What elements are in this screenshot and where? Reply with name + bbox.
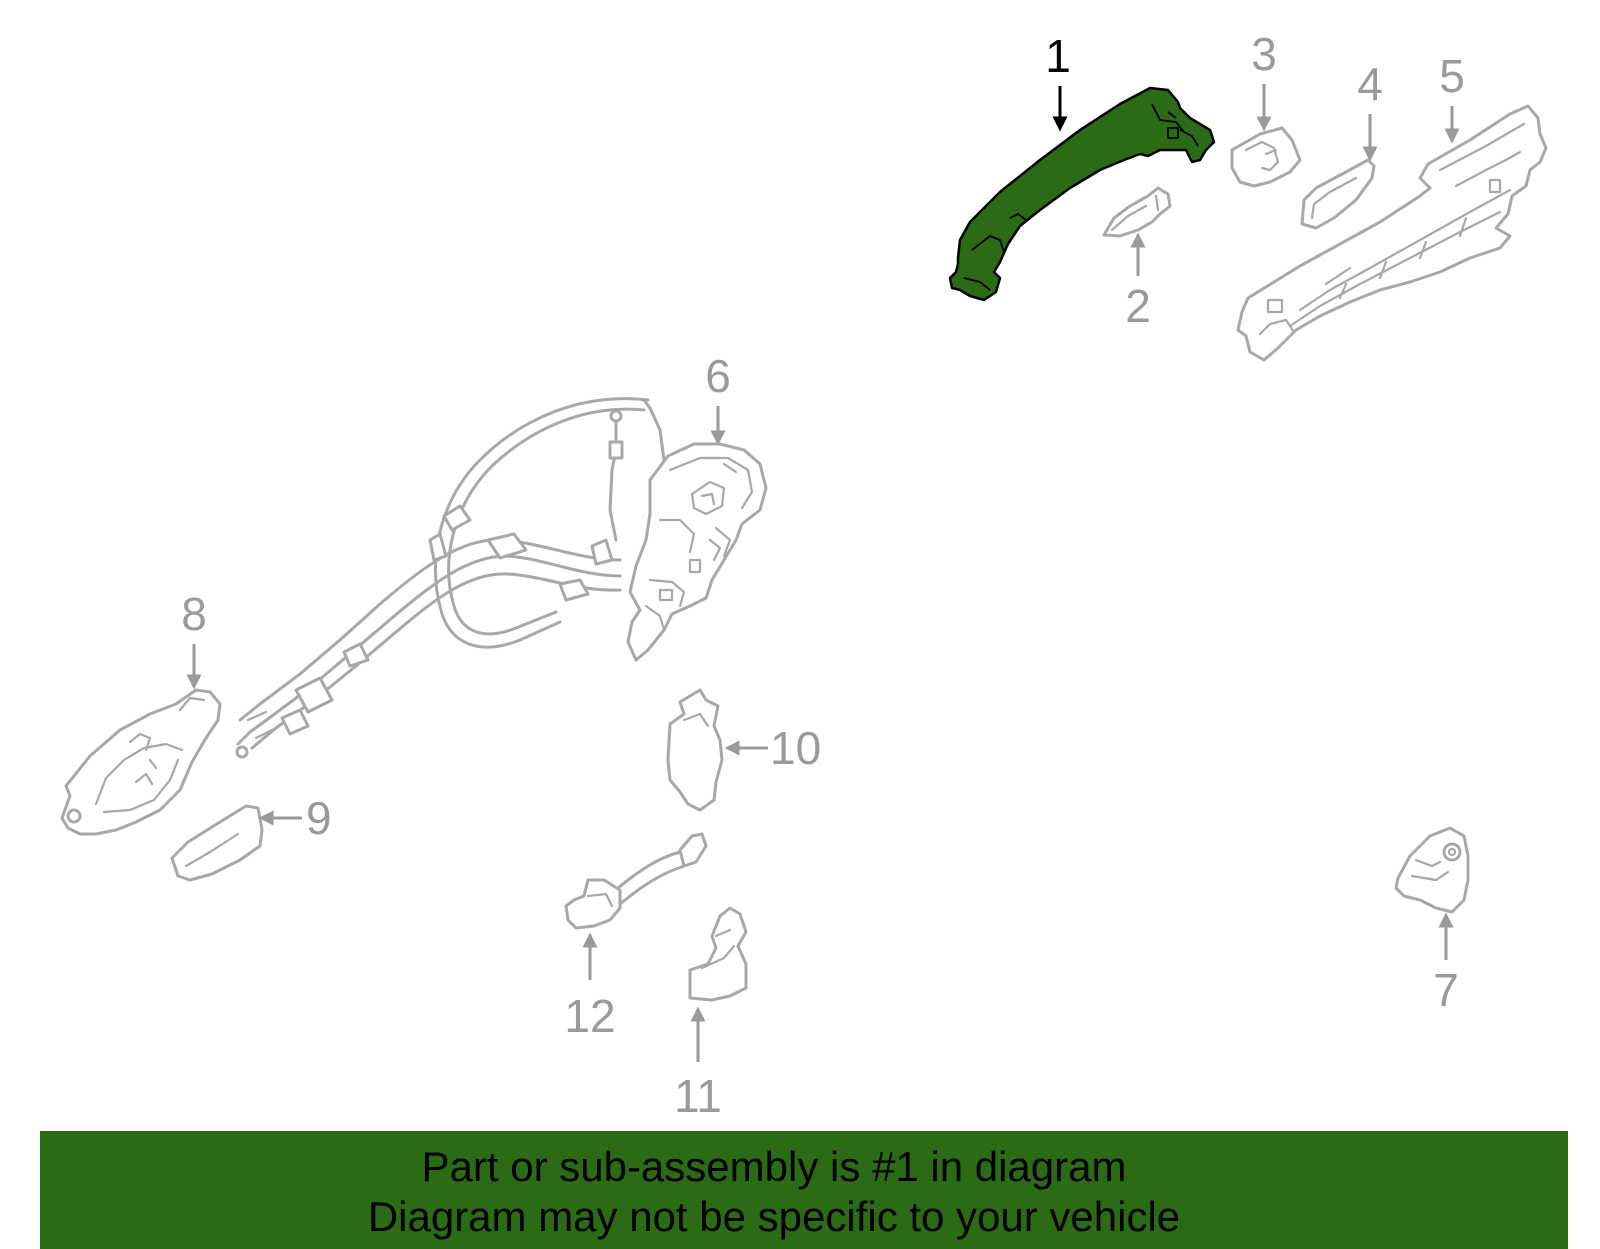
part-10-latch-cover[interactable]: [666, 688, 724, 812]
info-banner: Part or sub-assembly is #1 in diagram Di…: [40, 1131, 1568, 1249]
part-7-striker[interactable]: [1394, 826, 1470, 914]
part-2-handle-cover[interactable]: [1102, 186, 1172, 238]
callout-11: 11: [674, 1006, 722, 1122]
callout-label-11: 11: [674, 1070, 722, 1122]
part-1-outside-handle[interactable]: [948, 86, 1216, 302]
part-5-handle-frame[interactable]: [1236, 104, 1548, 362]
part-8-inside-handle[interactable]: [60, 688, 222, 836]
callout-6: 6: [705, 350, 731, 446]
part-6-door-latch[interactable]: [235, 397, 768, 759]
callout-10: 10: [724, 722, 821, 774]
callout-8: 8: [181, 588, 207, 690]
callout-label-12: 12: [564, 990, 615, 1042]
part-4-gasket[interactable]: [1300, 158, 1376, 230]
callout-label-5: 5: [1439, 50, 1465, 102]
callout-4: 4: [1357, 58, 1383, 162]
banner-line-2: Diagram may not be specific to your vehi…: [367, 1193, 1181, 1240]
callout-label-10: 10: [770, 722, 821, 774]
callout-2: 2: [1125, 232, 1151, 332]
callout-9: 9: [258, 792, 332, 844]
part-12-connector[interactable]: [564, 832, 708, 930]
callout-3: 3: [1251, 28, 1277, 132]
part-11-bracket[interactable]: [688, 906, 748, 1002]
callout-7: 7: [1433, 912, 1459, 1016]
callout-label-2: 2: [1125, 280, 1151, 332]
callout-12: 12: [564, 932, 616, 1042]
part-3-cylinder-cap[interactable]: [1230, 126, 1302, 188]
callout-label-8: 8: [181, 588, 207, 640]
callout-5: 5: [1439, 50, 1465, 144]
part-9-bezel[interactable]: [170, 804, 264, 882]
callout-label-7: 7: [1433, 964, 1459, 1016]
callout-label-9: 9: [306, 792, 332, 844]
callout-1: 1: [1045, 30, 1071, 132]
callout-label-4: 4: [1357, 58, 1383, 110]
banner-line-1: Part or sub-assembly is #1 in diagram: [421, 1143, 1127, 1190]
callout-label-6: 6: [705, 350, 731, 402]
callout-label-3: 3: [1251, 28, 1277, 80]
callout-label-1: 1: [1045, 30, 1071, 82]
